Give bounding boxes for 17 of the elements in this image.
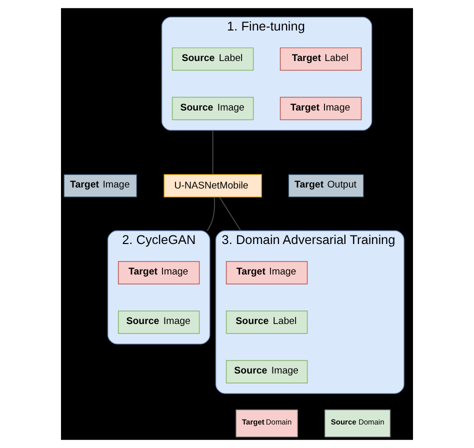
node-box: Target Output bbox=[288, 174, 364, 198]
node-box: Source Image bbox=[226, 360, 308, 384]
node-box: Target Image bbox=[64, 174, 138, 198]
node-box: Target Image bbox=[226, 261, 308, 284]
node-box: Target Image bbox=[118, 261, 200, 284]
node-box: Source Label bbox=[226, 310, 308, 334]
legend-label: Source Domain bbox=[330, 418, 384, 427]
connector bbox=[212, 130, 214, 175]
legend-label: Target Domain bbox=[242, 418, 292, 427]
node-box: Source Label bbox=[172, 47, 254, 71]
node-box: Source Image bbox=[172, 96, 254, 120]
node-box: Target Label bbox=[280, 47, 362, 71]
connector bbox=[206, 196, 215, 232]
node-box: Source Image bbox=[118, 310, 200, 334]
node-box: Target Image bbox=[280, 96, 362, 120]
connector bbox=[219, 196, 242, 232]
node-box: U-NASNetMobile bbox=[164, 174, 262, 198]
